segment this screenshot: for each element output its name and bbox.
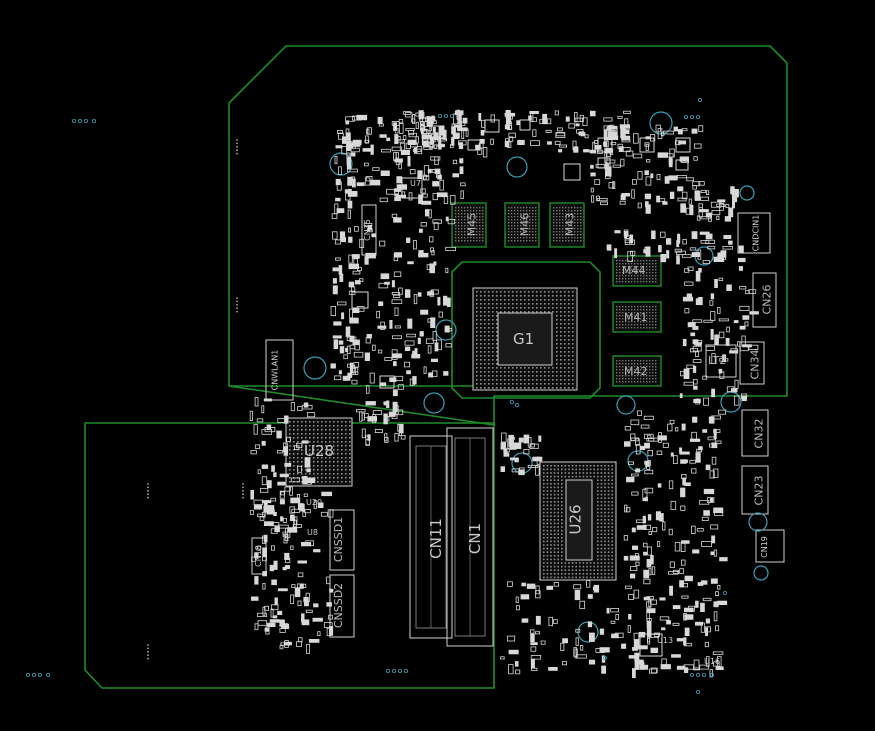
- bottom-board-outline: [84, 422, 495, 689]
- top-board-outline: [228, 45, 788, 426]
- label-cn32: CN32: [752, 418, 766, 449]
- label-u7: U7: [410, 179, 421, 188]
- dimm-slots: [409, 427, 494, 647]
- label-u8: U8: [307, 528, 318, 537]
- cpu-u26-package: [539, 461, 617, 581]
- label-lt2: LT2: [708, 354, 727, 367]
- label-cn19: CN19: [759, 536, 769, 558]
- label-m45: M45: [465, 212, 479, 237]
- label-m41: M41: [624, 311, 648, 324]
- via-dots: [25, 98, 728, 695]
- u28-package: [285, 417, 353, 487]
- label-cn23: CN23: [752, 475, 766, 506]
- label-m43: M43: [563, 212, 577, 237]
- gpu-g1-package: [451, 261, 601, 399]
- label-cn34: CN34: [748, 349, 762, 380]
- label-cndcin1: CNDCIN1: [751, 214, 761, 252]
- label-u28: U28: [304, 442, 335, 460]
- label-cnwlan1: CNWLAN1: [270, 349, 280, 391]
- label-u16: U16: [704, 657, 721, 666]
- label-cn11: CN11: [426, 518, 445, 559]
- label-u26: U26: [566, 504, 585, 535]
- label-cnssd2: CNSSD2: [332, 582, 346, 629]
- label-cn18: CN18: [253, 545, 263, 567]
- label-cn26: CN26: [760, 284, 774, 315]
- label-m42: M42: [624, 365, 648, 378]
- passive-components: [249, 109, 759, 679]
- memory-chips: [451, 202, 662, 387]
- label-m44: M44: [622, 264, 646, 277]
- label-u13: U13: [657, 636, 674, 645]
- label-g1: G1: [513, 330, 535, 348]
- connector-outlines: [251, 204, 785, 638]
- label-m46: M46: [518, 212, 532, 237]
- label-u20: U20: [306, 498, 323, 507]
- label-cn35: CN35: [362, 219, 372, 241]
- label-cn1: CN1: [466, 522, 485, 555]
- label-cnssd1: CNSSD1: [332, 516, 346, 563]
